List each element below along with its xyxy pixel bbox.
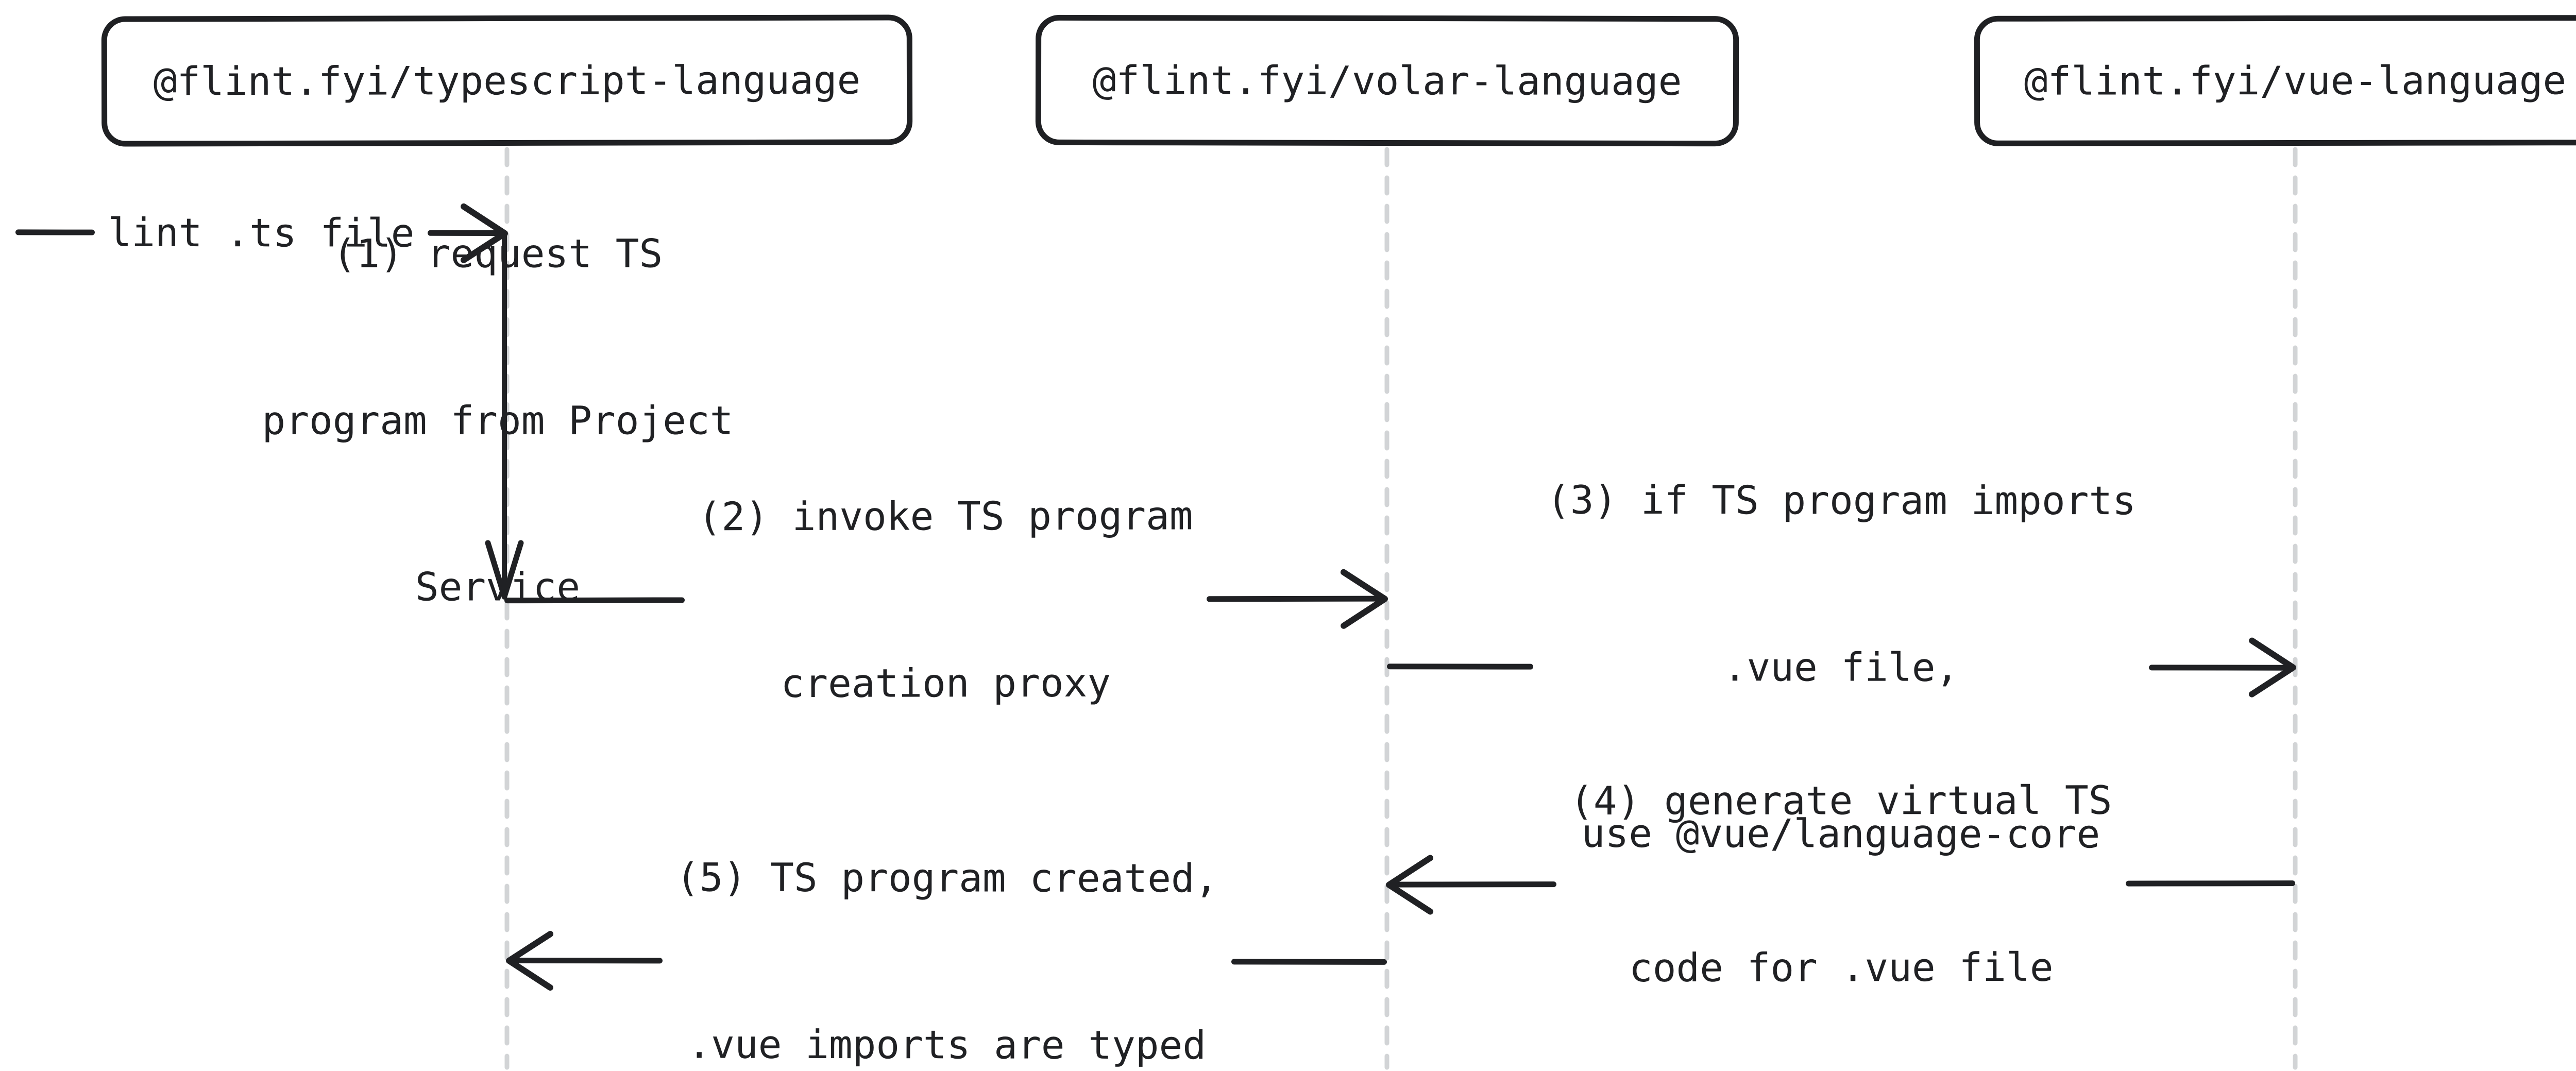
message-1-self-line — [502, 233, 507, 600]
message-label: (4) generate virtual TS code for .vue fi… — [1556, 661, 2126, 1071]
message-label: (5) TS program created, .vue imports are… — [662, 738, 1232, 1071]
arrowhead-right-icon — [1340, 569, 1388, 629]
message-5: (5) TS program created, .vue imports are… — [506, 738, 1387, 1071]
arrowhead-right-icon — [2248, 638, 2296, 698]
participant-box-vue-language: @flint.fyi/vue-language — [1974, 15, 2576, 146]
message-2: (2) invoke TS program creation proxy — [504, 377, 1388, 823]
message-line-segment — [1231, 959, 1387, 965]
message-label-line: code for .vue file — [1629, 944, 2054, 991]
message-4: (4) generate virtual TS code for .vue fi… — [1386, 661, 2296, 1071]
participant-label-volar-language: @flint.fyi/volar-language — [1092, 57, 1682, 104]
message-label-line: (2) invoke TS program — [698, 492, 1193, 540]
message-label-line: (5) TS program created, — [676, 854, 1218, 902]
message-3: (3) if TS program imports .vue file, use… — [1386, 361, 2296, 973]
arrowhead-left-icon — [1386, 855, 1434, 915]
participant-box-volar-language: @flint.fyi/volar-language — [1035, 14, 1739, 147]
message-line-segment — [504, 597, 685, 604]
participant-label-vue-language: @flint.fyi/vue-language — [2024, 57, 2567, 104]
message-line-segment — [2125, 880, 2296, 887]
message-label-line: .vue imports are typed — [687, 1021, 1207, 1068]
message-label-line: (3) if TS program imports — [1546, 477, 2136, 524]
message-label-line: (1) request TS — [332, 230, 663, 277]
message-label-line: (4) generate virtual TS — [1570, 777, 2112, 824]
arrowhead-down-icon — [485, 540, 524, 600]
arrowhead-left-icon — [506, 930, 554, 991]
message-label-line: program from Project — [262, 397, 734, 444]
message-line-segment — [15, 229, 95, 235]
message-label-line: creation proxy — [781, 659, 1111, 706]
